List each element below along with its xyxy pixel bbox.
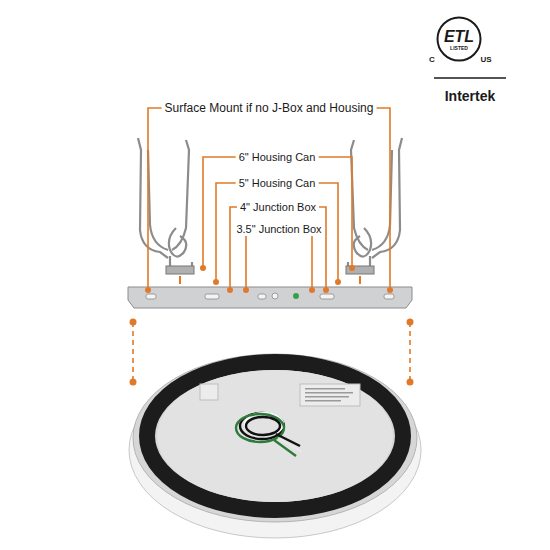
arrow-mark <box>180 276 360 284</box>
seal-mark: ETL <box>444 28 474 45</box>
spring-clip <box>138 138 402 272</box>
logo-rule <box>434 77 506 79</box>
spec-sticker <box>300 384 360 406</box>
clip-base <box>346 266 374 274</box>
bar-slot <box>146 293 394 299</box>
mount-label: 3.5" Junction Box <box>233 222 324 236</box>
mount-label: 5" Housing Can <box>236 176 319 190</box>
logo-mark-letter: C <box>429 53 435 67</box>
brand-name: Intertek <box>443 89 498 103</box>
logo-mark-letter: US <box>480 53 491 67</box>
fixture-back <box>133 354 417 522</box>
foam-gasket <box>147 362 403 510</box>
mounting-bar <box>128 287 412 308</box>
mount-label: Surface Mount if no J-Box and Housing <box>162 101 377 115</box>
back-plate <box>157 370 393 502</box>
mount-label: 6" Housing Can <box>236 150 319 164</box>
wire-coil <box>236 413 302 456</box>
fixture-rim <box>129 362 421 538</box>
seal-outline <box>438 18 481 61</box>
cert-sticker <box>200 384 218 400</box>
clip-base <box>166 266 194 274</box>
ground-screw <box>293 293 299 299</box>
leader-line <box>133 108 410 382</box>
seal-caption: LISTED <box>450 45 468 51</box>
mount-label: 4" Junction Box <box>237 200 319 214</box>
sticker-print <box>305 388 353 402</box>
certification-seal: ETLLISTED <box>436 16 482 62</box>
